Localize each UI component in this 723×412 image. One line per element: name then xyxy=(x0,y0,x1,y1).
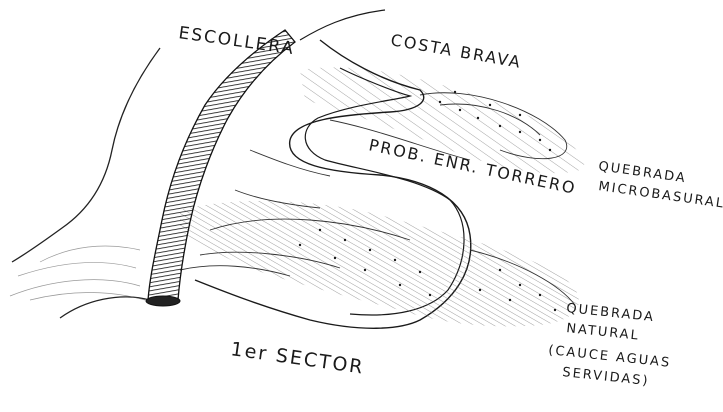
label-quebrada-natural-2: NATURAL xyxy=(566,321,641,344)
label-quebrada-micro-2: MICROBASURAL xyxy=(597,179,723,212)
label-escollera: ESCOLLERA xyxy=(177,23,296,59)
coastline-top xyxy=(300,10,385,40)
coastline-left xyxy=(12,48,160,262)
label-costa-brava: COSTA BRAVA xyxy=(389,30,523,72)
label-quebrada-natural-4: SERVIDAS) xyxy=(562,365,651,389)
breakwater-head xyxy=(146,296,180,306)
lower-terrace-hatch xyxy=(180,201,579,326)
label-primer-sector: 1er SECTOR xyxy=(229,338,365,379)
swell-lines xyxy=(10,246,145,300)
coastline-lower xyxy=(60,297,150,318)
